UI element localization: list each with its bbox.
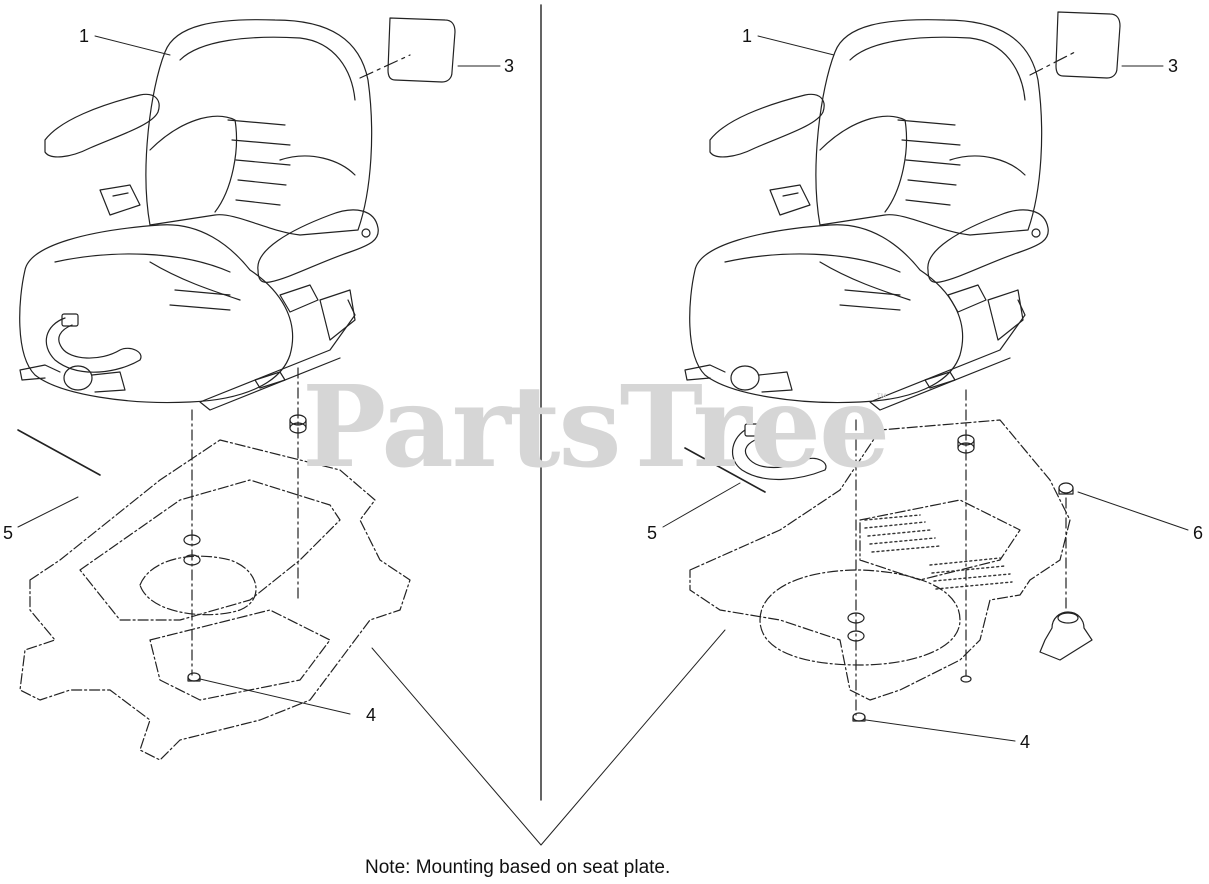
left-armrest-left	[44, 93, 160, 158]
watermark: PartsTree	[302, 362, 890, 493]
right-callout-5: 5	[647, 523, 658, 543]
left-seatbelt-buckle-left	[99, 184, 141, 216]
watermark-trademark: ™	[876, 392, 887, 404]
right-locknut	[852, 712, 866, 722]
left-decal	[359, 17, 456, 83]
right-decal	[1029, 11, 1121, 79]
right-isolator-mount	[1039, 482, 1093, 661]
right-seat-back	[815, 19, 1043, 236]
right-wire-harness	[684, 423, 827, 493]
right-callout-4: 4	[1020, 732, 1031, 752]
left-callout-1: 1	[79, 26, 90, 46]
right-armrest-left	[709, 93, 825, 158]
right-armrest-right	[927, 209, 1049, 283]
mounting-note: Note: Mounting based on seat plate.	[365, 857, 671, 878]
left-adjust-knob	[63, 365, 93, 391]
left-wire-harness	[17, 313, 142, 476]
leader-lines	[17, 35, 1189, 846]
right-seat-cushion	[689, 224, 964, 404]
right-mounting-plate	[689, 419, 1071, 701]
left-callout-3: 3	[504, 56, 515, 76]
right-callout-1: 1	[742, 26, 753, 46]
left-locknut	[187, 672, 201, 682]
right-callout-6: 6	[1193, 523, 1204, 543]
right-adjust-knob	[730, 365, 760, 391]
left-callout-5: 5	[3, 523, 14, 543]
right-plate-vent-holes	[864, 514, 1013, 590]
left-adjust-lever	[19, 364, 61, 381]
right-adjust-lever	[684, 364, 726, 381]
right-seatbelt-buckle-right	[947, 284, 987, 313]
left-seatbelt-buckle-right	[279, 284, 319, 313]
left-seat-assembly	[19, 19, 379, 411]
right-locknut-2	[960, 675, 972, 683]
left-seat-cushion	[19, 224, 294, 404]
left-mounting-plate	[19, 439, 411, 761]
left-callout-4: 4	[366, 705, 377, 725]
left-armrest-right	[257, 209, 379, 283]
right-seatbelt-buckle-left	[769, 184, 811, 216]
right-seat-assembly	[684, 19, 1049, 411]
right-callout-3: 3	[1168, 56, 1179, 76]
left-seat-back	[145, 19, 373, 236]
